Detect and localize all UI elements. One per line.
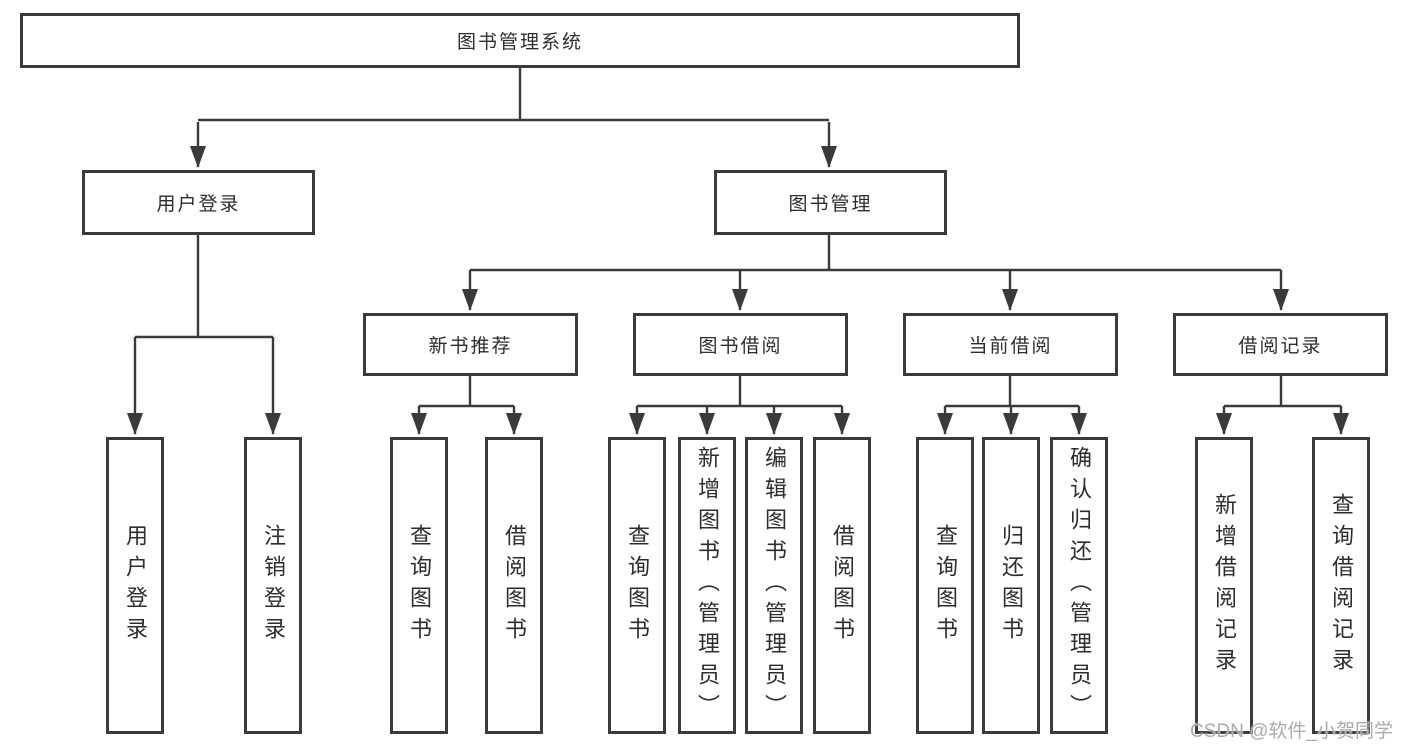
leaf-user-login: 用户登录 (106, 437, 164, 734)
node-root-label: 图书管理系统 (456, 32, 583, 53)
leaf-logout-label: 注销登录 (261, 523, 286, 648)
leaf-add-book-admin: 新增图书（管理员） (678, 437, 736, 734)
leaf-borrow-book: 借阅图书 (813, 437, 871, 734)
leaf-borrow-book-label: 借阅图书 (830, 523, 855, 648)
leaf-user-login-label: 用户登录 (123, 523, 148, 648)
node-root: 图书管理系统 (20, 13, 1020, 68)
leaf-query-book-current-label: 查询图书 (933, 523, 958, 648)
node-book-borrow: 图书借阅 (633, 313, 848, 376)
leaf-add-book-admin-label: 新增图书（管理员） (695, 446, 720, 725)
leaf-query-borrow-record: 查询借阅记录 (1312, 437, 1370, 734)
node-book-management-label: 图书管理 (788, 194, 873, 215)
node-current-borrow-label: 当前借阅 (968, 336, 1053, 357)
leaf-query-book-borrow-label: 查询图书 (625, 523, 650, 648)
node-user-login-label: 用户登录 (156, 194, 241, 215)
node-user-login: 用户登录 (82, 170, 315, 235)
leaf-query-book-current: 查询图书 (916, 437, 974, 734)
node-borrow-record-label: 借阅记录 (1238, 336, 1323, 357)
leaf-add-borrow-record-label: 新增借阅记录 (1212, 492, 1237, 679)
node-new-book-recommend-label: 新书推荐 (428, 336, 513, 357)
leaf-add-borrow-record: 新增借阅记录 (1195, 437, 1253, 734)
leaf-return-book-label: 归还图书 (999, 523, 1024, 648)
leaf-query-book-recommend: 查询图书 (390, 437, 448, 734)
leaf-logout: 注销登录 (244, 437, 302, 734)
node-borrow-record: 借阅记录 (1173, 313, 1388, 376)
leaf-confirm-return-admin-label: 确认归还（管理员） (1067, 446, 1092, 725)
leaf-borrow-book-recommend: 借阅图书 (485, 437, 543, 734)
leaf-query-borrow-record-label: 查询借阅记录 (1329, 492, 1354, 679)
node-new-book-recommend: 新书推荐 (363, 313, 578, 376)
leaf-edit-book-admin-label: 编辑图书（管理员） (762, 446, 787, 725)
node-book-borrow-label: 图书借阅 (698, 336, 783, 357)
leaf-confirm-return-admin: 确认归还（管理员） (1050, 437, 1108, 734)
leaf-query-book-recommend-label: 查询图书 (407, 523, 432, 648)
csdn-watermark: CSDN @软件_小贺同学 (1190, 721, 1393, 742)
leaf-query-book-borrow: 查询图书 (608, 437, 666, 734)
node-book-management: 图书管理 (714, 170, 947, 235)
node-current-borrow: 当前借阅 (903, 313, 1118, 376)
leaf-edit-book-admin: 编辑图书（管理员） (745, 437, 803, 734)
leaf-borrow-book-recommend-label: 借阅图书 (502, 523, 527, 648)
leaf-return-book: 归还图书 (982, 437, 1040, 734)
